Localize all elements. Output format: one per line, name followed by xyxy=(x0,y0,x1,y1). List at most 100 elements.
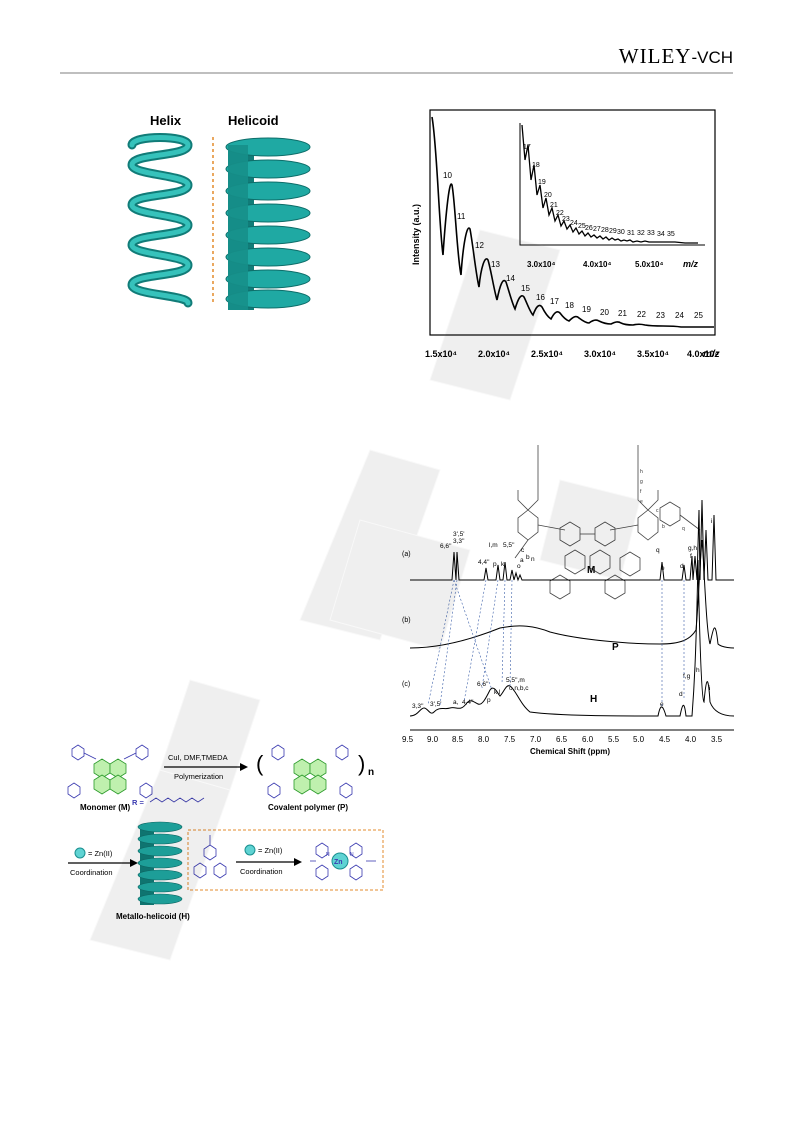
trace-c-tag: (c) xyxy=(402,681,410,688)
ms-peak-label: 25 xyxy=(694,311,703,320)
ms-main-trace xyxy=(431,116,714,328)
ms-frame xyxy=(429,109,716,336)
nmr-tick: 7.5 xyxy=(504,735,516,744)
nmr-x-axis: 9.5 9.0 8.5 8.0 7.5 7.0 6.5 6.0 5.5 5.0 … xyxy=(402,729,734,756)
nmr-label: a, xyxy=(453,699,459,706)
inset-peak-label: 35 xyxy=(667,231,675,238)
mechanism-box xyxy=(187,829,384,891)
zn-legend-1: = Zn(II) xyxy=(88,849,113,858)
polymer-bracket-right: ) xyxy=(358,751,365,776)
nmr-label: 5,5'',m xyxy=(506,677,525,684)
coordination-label-1: Coordination xyxy=(70,868,113,877)
trace-b-name: P xyxy=(612,642,619,653)
mass-spectrum-chart: Intensity (a.u.) 1.5x10⁴ 2.0x10⁴ 2.5x10⁴… xyxy=(411,109,720,360)
trace-a-name: M xyxy=(587,565,595,576)
svg-text:f: f xyxy=(640,489,642,495)
nmr-label: 3',5' xyxy=(453,531,465,538)
ms-peak-label: 16 xyxy=(536,293,545,302)
svg-text:b: b xyxy=(662,524,665,530)
inset-peak-label: 33 xyxy=(647,230,655,237)
inset-peak-label: 17 xyxy=(523,144,531,151)
nmr-label: f xyxy=(690,553,692,560)
ms-peak-label: 14 xyxy=(506,274,515,283)
nmr-tick: 4.5 xyxy=(659,735,671,744)
helicoid-label: Helicoid xyxy=(228,113,279,128)
inset-xtick: 4.0x10⁴ xyxy=(583,260,611,269)
monomer-sketch xyxy=(67,744,153,799)
publisher-main: WILEY xyxy=(618,44,692,68)
nmr-label: q xyxy=(656,547,660,554)
reagents-label: CuI, DMF,TMEDA xyxy=(168,753,228,762)
inset-peak-label: 18 xyxy=(532,162,540,169)
inset-peak-label: 28 xyxy=(601,227,609,234)
inset-peak-label: 26 xyxy=(585,225,593,232)
ms-peak-label: 22 xyxy=(637,310,646,319)
inset-peak-label: 32 xyxy=(637,230,645,237)
monomer-label: Monomer (M) xyxy=(80,803,131,812)
ms-ylabel: Intensity (a.u.) xyxy=(411,204,421,265)
svg-text:e: e xyxy=(640,499,643,505)
inset-peak-label: 27 xyxy=(593,226,601,233)
ms-inset: 17 18 19 20 21 22 23 24 25 26 27 28 29 3… xyxy=(519,123,705,269)
synthesis-scheme: Monomer (M) CuI, DMF,TMEDA Polymerizatio… xyxy=(67,744,384,921)
ms-peak-label: 18 xyxy=(565,301,574,310)
coordination-label-2: Coordination xyxy=(240,867,283,876)
nmr-label: l,m xyxy=(489,542,498,549)
inset-peak-label: 25 xyxy=(578,223,586,230)
nmr-tick: 7.0 xyxy=(530,735,542,744)
polymer-label: Covalent polymer (P) xyxy=(268,803,348,812)
ms-peak-label: 17 xyxy=(550,297,559,306)
nmr-label: p xyxy=(487,697,491,704)
nmr-label: o,n,b,c xyxy=(509,685,529,692)
publisher-logo: WILEY-VCH xyxy=(619,44,733,69)
ms-peak-label: 12 xyxy=(475,241,484,250)
terpyridine-sketch xyxy=(193,835,227,879)
n-atom-label: N xyxy=(326,852,330,858)
nmr-label: 3',5' xyxy=(430,701,442,708)
metallo-helicoid-drawing xyxy=(137,821,183,905)
helix-label: Helix xyxy=(150,113,182,128)
ms-peak-label: 21 xyxy=(618,309,627,318)
svg-text:c: c xyxy=(656,508,659,514)
nmr-tick: 9.0 xyxy=(427,735,439,744)
arrow-head xyxy=(294,858,302,866)
zn-atom-label: Zn xyxy=(334,859,343,866)
nmr-label: c xyxy=(521,547,525,554)
nmr-label: 4,4'' xyxy=(462,699,474,706)
ms-xtick: 2.5x10⁴ xyxy=(531,349,563,359)
nmr-correlation-lines xyxy=(427,579,685,708)
polymer-sketch: ( ) n xyxy=(256,744,374,799)
zn-ion-icon xyxy=(244,844,256,856)
inset-peak-label: 19 xyxy=(538,179,546,186)
nmr-label: i xyxy=(709,685,710,692)
helicoid-drawing xyxy=(225,137,311,310)
ms-peak-label: 10 xyxy=(443,171,452,180)
polymerization-label: Polymerization xyxy=(174,772,223,781)
nmr-label: 4,4'' xyxy=(478,559,490,566)
nmr-tick: 5.0 xyxy=(633,735,645,744)
nmr-xlabel: Chemical Shift (ppm) xyxy=(530,747,610,756)
r-group-label: R = xyxy=(132,798,145,807)
nmr-label: k xyxy=(501,561,505,568)
inset-peak-label: 30 xyxy=(617,229,625,236)
helix-helicoid-figure: Helix Helicoid xyxy=(127,113,311,310)
zn-ion-icon xyxy=(74,847,86,859)
ms-xtick: 3.0x10⁴ xyxy=(584,349,616,359)
inset-xtick: 5.0x10⁴ xyxy=(635,260,663,269)
nmr-label: i xyxy=(711,518,712,525)
svg-text:g: g xyxy=(640,479,643,485)
inset-peak-label: 24 xyxy=(570,220,578,227)
inset-peak-label: 23 xyxy=(562,216,570,223)
nmr-label: h xyxy=(696,667,700,674)
nmr-tick: 8.5 xyxy=(452,735,464,744)
inset-xtick: 3.0x10⁴ xyxy=(527,260,555,269)
nmr-label: k,l xyxy=(494,689,501,696)
ms-peak-label: 20 xyxy=(600,308,609,317)
inset-xlabel: m/z xyxy=(683,259,699,269)
nmr-tick: 4.0 xyxy=(685,735,697,744)
publisher-sub: -VCH xyxy=(691,48,733,67)
ms-xtick: 3.5x10⁴ xyxy=(637,349,669,359)
nmr-label: 6,6'' xyxy=(440,543,452,550)
nmr-tick: 6.5 xyxy=(556,735,568,744)
